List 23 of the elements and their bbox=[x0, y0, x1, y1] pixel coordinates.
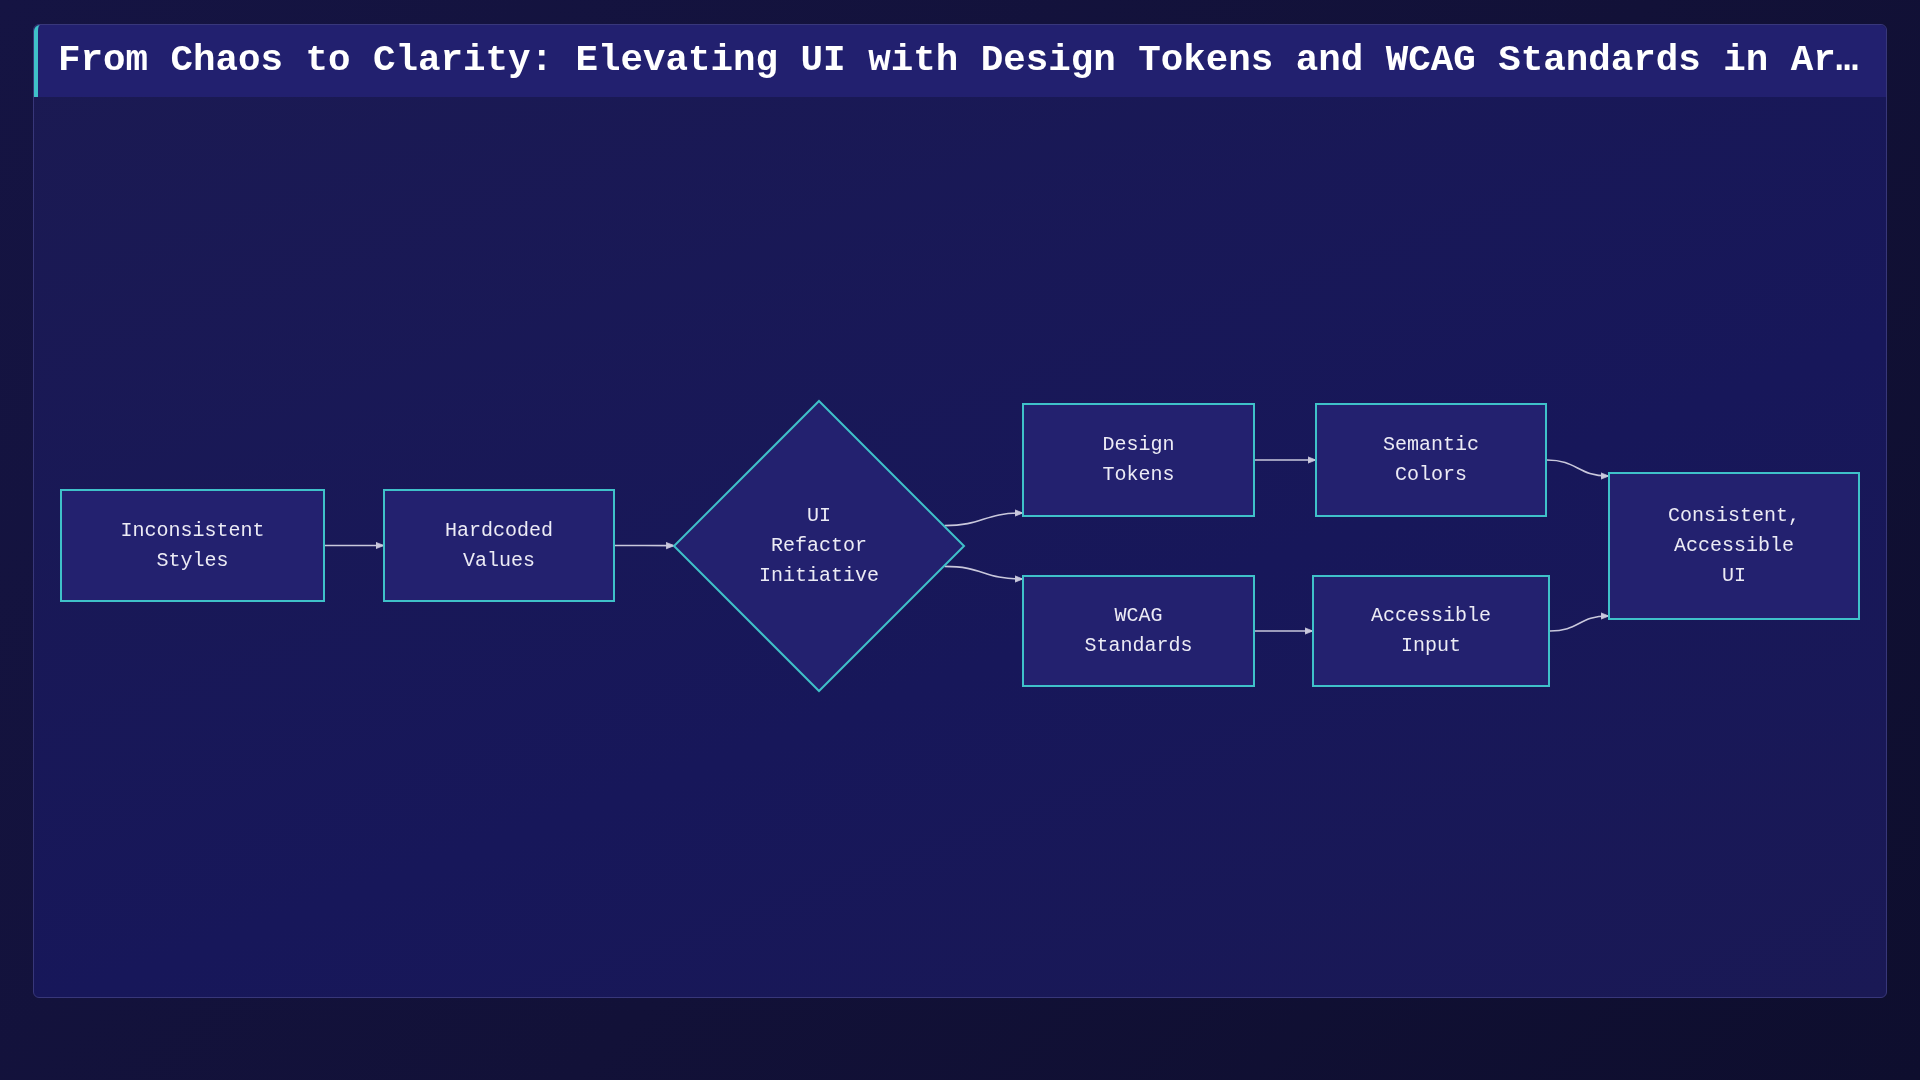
process-box bbox=[1312, 575, 1550, 687]
arrow bbox=[1254, 627, 1314, 635]
node-label: Semantic Colors bbox=[1383, 432, 1479, 488]
title: From Chaos to Clarity: Elevating UI with Design Tokens and WCAG Standards in Ar… bbox=[58, 38, 1859, 82]
node-label: Design Tokens bbox=[1102, 432, 1175, 488]
process-box bbox=[1022, 575, 1255, 687]
arrow bbox=[614, 542, 675, 550]
decision-diamond bbox=[673, 400, 965, 692]
node-label: Inconsistent Styles bbox=[120, 517, 265, 574]
node-label: Accessible Input bbox=[1371, 603, 1491, 659]
process-box bbox=[1022, 403, 1255, 517]
arrow bbox=[1546, 459, 1610, 480]
node-label: WCAG Standards bbox=[1084, 603, 1193, 659]
node-label: UI Refactor Initiative bbox=[759, 503, 879, 589]
arrow bbox=[943, 565, 1024, 583]
arrow bbox=[1549, 612, 1610, 632]
node-label: Consistent, Accessible UI bbox=[1668, 503, 1800, 589]
arrow bbox=[324, 541, 385, 550]
process-box bbox=[1315, 403, 1547, 517]
process-box bbox=[60, 489, 325, 602]
process-box bbox=[383, 489, 615, 602]
node-label: Hardcoded Values bbox=[445, 517, 553, 574]
process-box bbox=[1608, 472, 1860, 620]
